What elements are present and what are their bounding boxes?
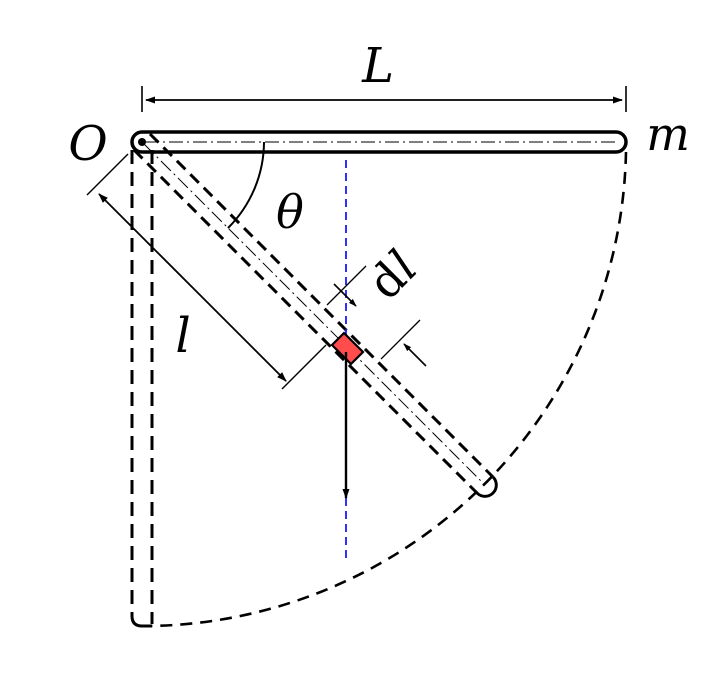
angle-arc (227, 141, 265, 229)
horizontal-rod (130, 130, 628, 154)
length-label: L (361, 38, 394, 94)
rotation-arc (149, 151, 628, 628)
mass-element (330, 331, 365, 366)
pivot-label: O (68, 116, 107, 172)
length-dimension (141, 86, 627, 112)
mass-label: m (646, 107, 690, 161)
distance-dimension (86, 153, 327, 390)
element-length-dimension (326, 265, 427, 367)
vertical-rod-dashed (130, 150, 154, 628)
angle-label: θ (276, 185, 304, 239)
element-length-label: d l (358, 240, 428, 310)
distance-label: l (175, 308, 190, 364)
